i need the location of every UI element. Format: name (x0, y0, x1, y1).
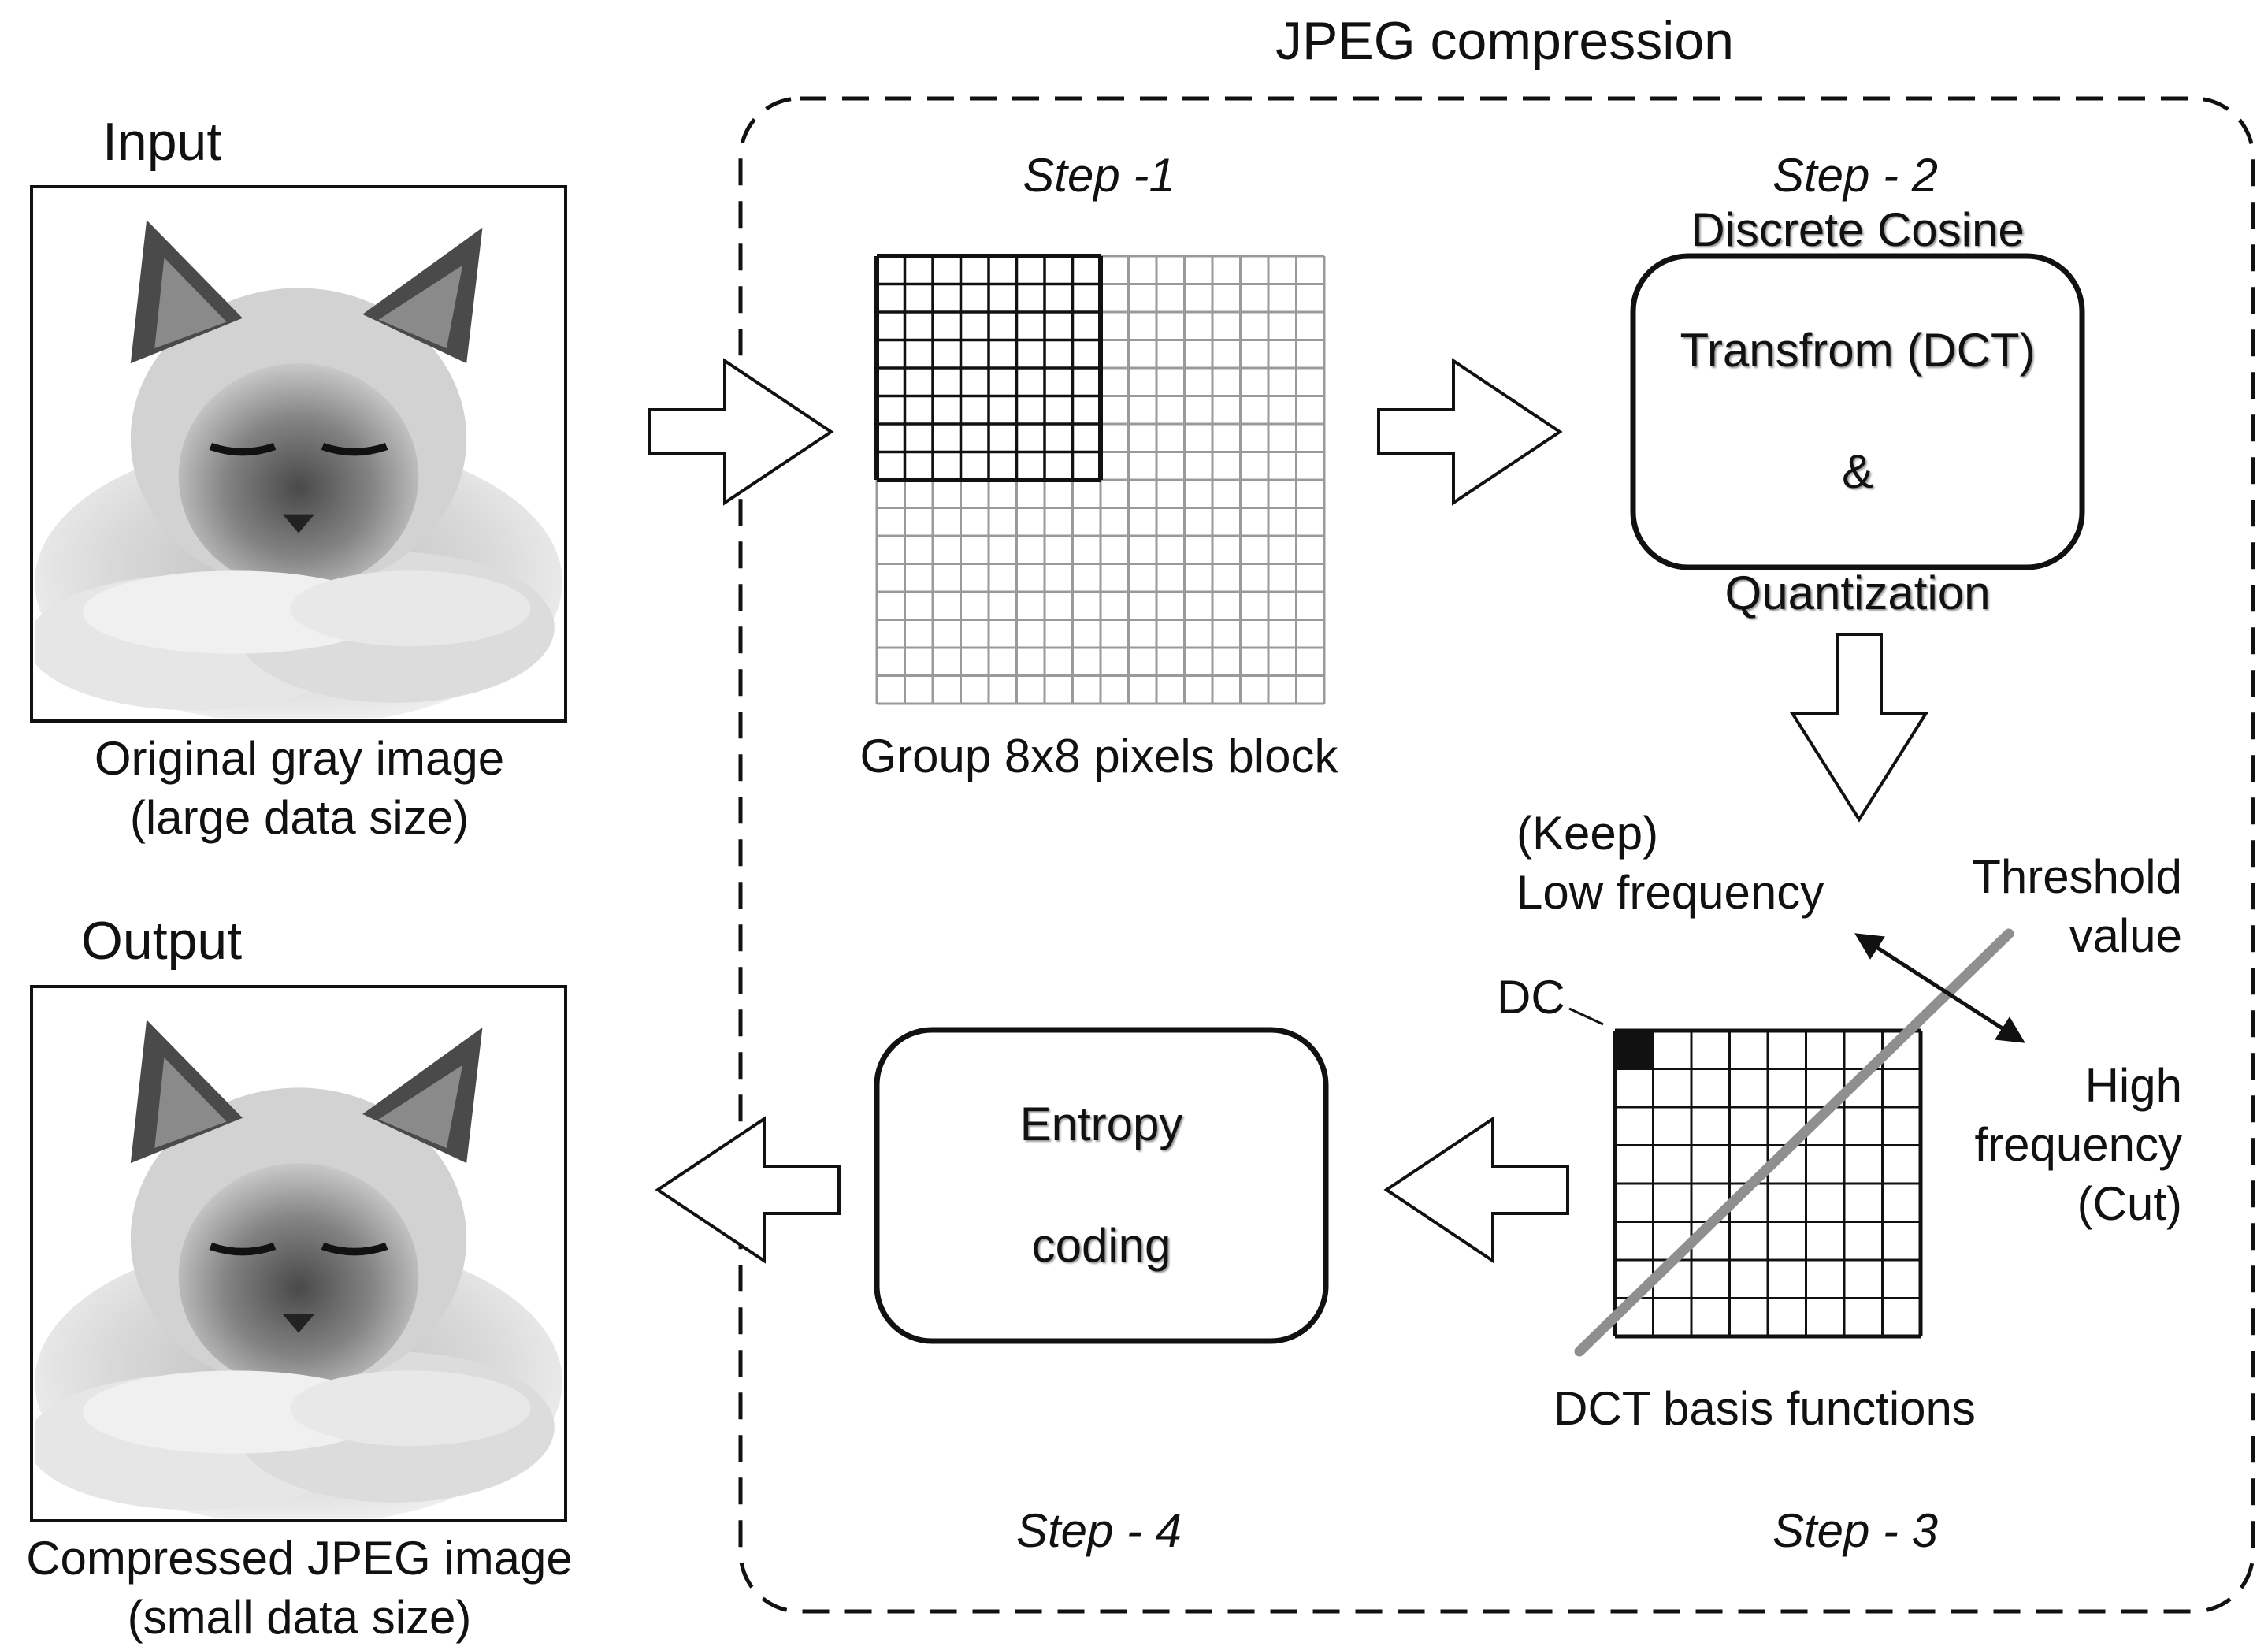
output-caption-line1: Compressed JPEG image (26, 1532, 573, 1585)
dct-box-line3: & (1841, 444, 1874, 498)
output-heading: Output (81, 911, 243, 971)
dct-box-line2: Transfrom (DCT) (1680, 324, 2036, 377)
arrow-step2-to-step3-icon (1789, 633, 1929, 823)
output-caption-line2: (small data size) (127, 1591, 472, 1644)
dc-coefficient-cell (1615, 1031, 1654, 1069)
pixel-block-caption: Group 8x8 pixels block (859, 730, 1338, 782)
dct-basis-grid-8x8 (1613, 1028, 1923, 1339)
entropy-coding-box (874, 1027, 1329, 1344)
jpeg-compression-region (738, 96, 2255, 1614)
dct-box-line1: Discrete Cosine (1691, 203, 2025, 256)
step-1-label: Step -1 (1023, 149, 1175, 202)
step-2-label: Step - 2 (1772, 149, 1939, 202)
threshold-label-line2: value (2069, 909, 2182, 962)
output-photo-frame (30, 985, 567, 1522)
arrow-input-to-step1-icon (648, 358, 834, 506)
entropy-box-text: Entropy coding (882, 1038, 1320, 1333)
arrow-step4-to-output-icon (655, 1116, 841, 1264)
entropy-box-line1: Entropy (1019, 1098, 1183, 1151)
high-frequency-line1: High (2084, 1059, 2182, 1112)
dct-quantization-box (1630, 253, 2085, 570)
low-frequency-label: Low frequency (1516, 866, 1824, 919)
pixel-grid-16x16 (874, 254, 1326, 705)
threshold-label-line1: Threshold (1972, 850, 2182, 903)
entropy-box-line2: coding (1031, 1218, 1171, 1272)
dc-label: DC (1497, 971, 1565, 1024)
input-caption-line1: Original gray image (94, 732, 505, 785)
input-heading: Input (102, 112, 222, 172)
arrow-step1-to-step2-icon (1377, 358, 1563, 506)
input-photo-frame (30, 185, 567, 723)
double-headed-arrow-icon (1854, 933, 2025, 1043)
dct-box-line4: Quantization (1724, 566, 1991, 619)
step-3-label: Step - 3 (1772, 1504, 1939, 1557)
arrow-step3-to-step4-icon (1383, 1116, 1569, 1264)
dct-basis-caption: DCT basis functions (1553, 1382, 1976, 1435)
dct-box-text: Discrete Cosine Transfrom (DCT) & Quanti… (1639, 203, 2077, 619)
high-frequency-line3: (Cut) (2077, 1177, 2182, 1230)
diagram-title: JPEG compression (1275, 11, 1734, 71)
input-caption-line2: (large data size) (129, 791, 470, 844)
dc-leader-line (1568, 1007, 1604, 1026)
high-frequency-line2: frequency (1974, 1118, 2183, 1171)
keep-label: (Keep) (1516, 807, 1659, 860)
step-4-label: Step - 4 (1015, 1504, 1182, 1557)
